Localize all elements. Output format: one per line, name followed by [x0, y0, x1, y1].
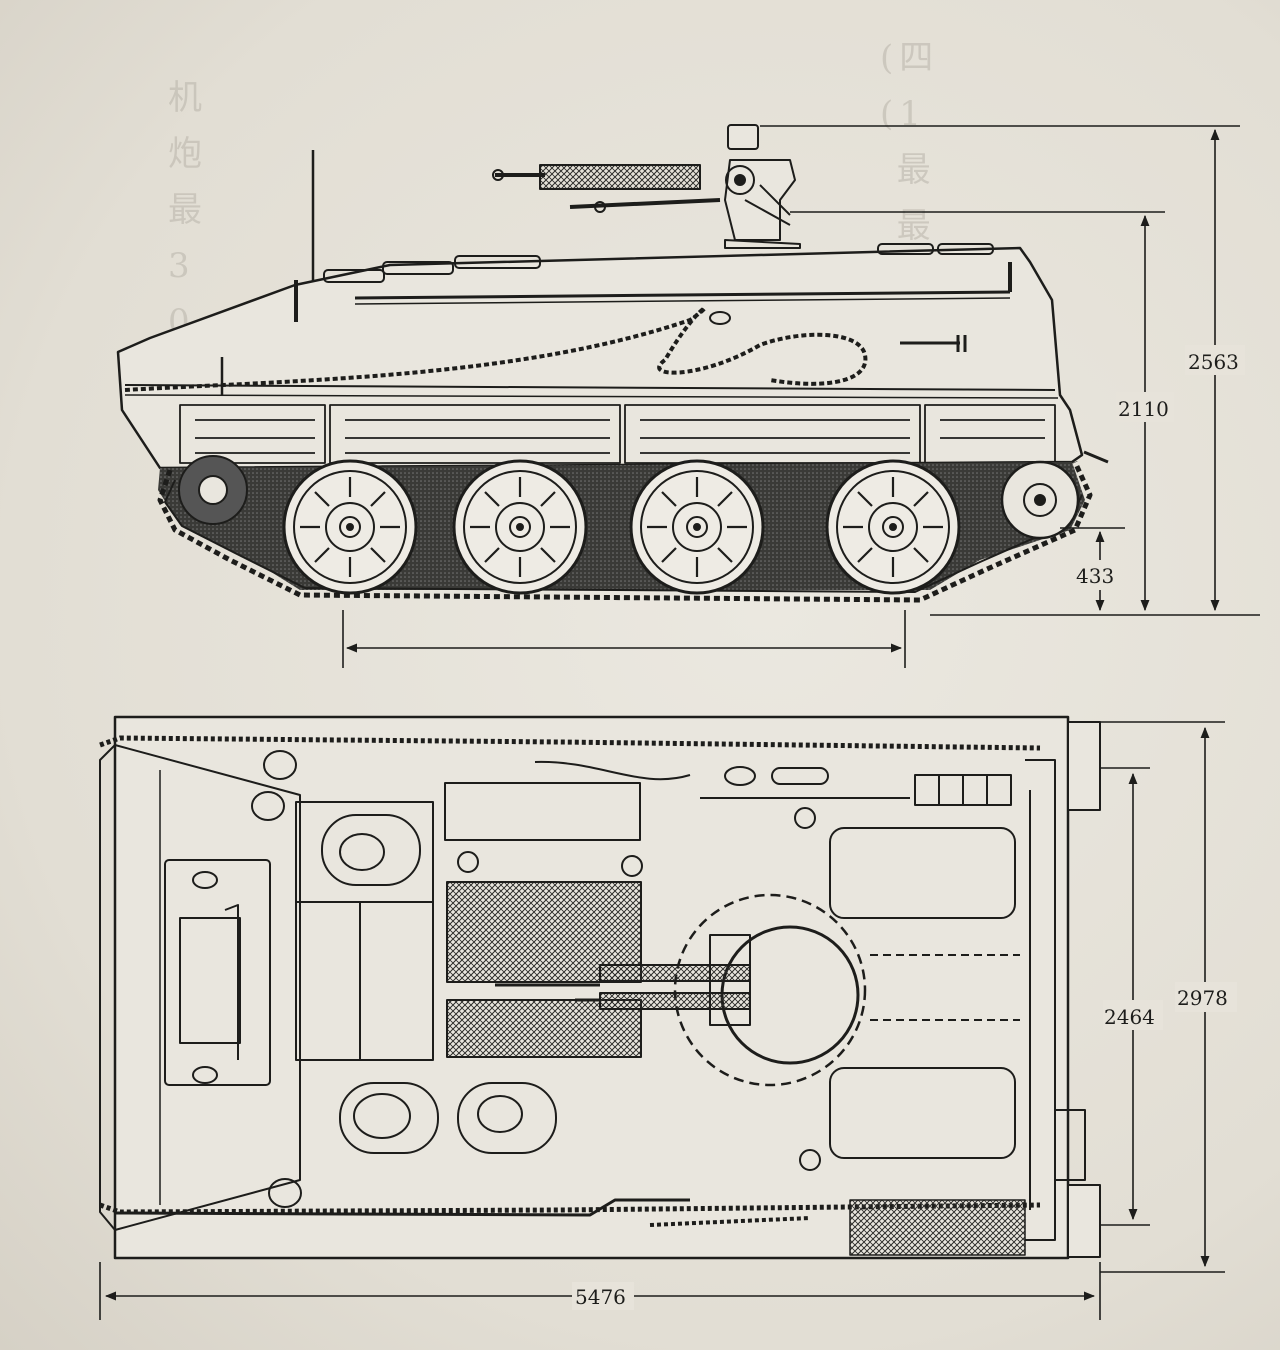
track	[157, 460, 1093, 603]
overall-width-label: 2978	[1177, 986, 1228, 1010]
overall-height-label: 2563	[1188, 350, 1239, 374]
top-hull-outline	[113, 715, 1070, 1260]
track-width-label: 2464	[1104, 1005, 1155, 1029]
top-view	[99, 715, 1101, 1260]
hull-height-label: 2110	[1118, 397, 1169, 421]
side-view	[116, 124, 1109, 603]
overall-length-label: 5476	[575, 1285, 626, 1309]
crew-hatches	[321, 814, 557, 1154]
dimension-labels: 2563 2110 433 2978 2464 5476	[572, 345, 1245, 1310]
top-view-dimensions	[99, 721, 1225, 1320]
ground-clearance-label: 433	[1076, 564, 1114, 588]
hull-outline	[116, 246, 1084, 470]
turret-ring	[673, 893, 867, 1087]
tow-cable	[124, 306, 868, 392]
machine-gun-mount	[492, 124, 801, 249]
